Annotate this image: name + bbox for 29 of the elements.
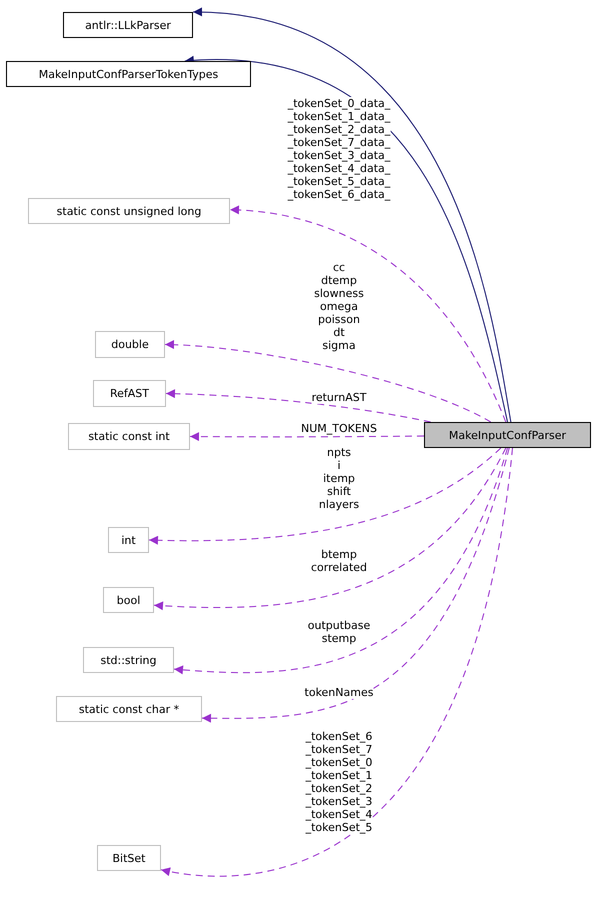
edge-label: returnAST <box>312 391 366 404</box>
type-box: static const char * <box>56 696 202 722</box>
edge-label: npts i itemp shift nlayers <box>318 446 360 511</box>
class-box: MakeInputConfParserTokenTypes <box>6 61 251 87</box>
type-box: int <box>108 527 149 553</box>
edge-label: _tokenSet_0_data_ _tokenSet_1_data_ _tokenSet_2_data_ _tokenSet_7_data_ _tokenSet_3_data_ _tokenSet_4_data_ _tokenSet_5_data_ _tokenSet_6_data_ <box>288 97 390 201</box>
edge-label: outputbase stemp <box>308 619 370 645</box>
arrow <box>230 206 506 422</box>
arrow <box>164 340 492 422</box>
edge-label: btemp correlated <box>311 548 367 574</box>
type-box: bool <box>103 587 154 613</box>
arrow <box>174 448 508 674</box>
arrow <box>148 448 502 545</box>
class-box: antlr::LLkParser <box>63 12 193 38</box>
arrow <box>154 448 506 610</box>
arrow <box>160 448 513 877</box>
type-box: BitSet <box>97 845 161 871</box>
edge-label: NUM_TOKENS <box>300 422 378 435</box>
type-box: static const unsigned long <box>28 198 230 224</box>
type-box: static const int <box>68 423 190 450</box>
edge-label: tokenNames <box>304 686 374 699</box>
class-box: MakeInputConfParser <box>424 422 591 448</box>
arrow <box>202 448 510 723</box>
edge-label: _tokenSet_6 _tokenSet_7 _tokenSet_0 _tokenSet_1 _tokenSet_2 _tokenSet_3 _tokenSet_4 _tokenSet_5 <box>306 730 372 834</box>
type-box: RefAST <box>93 380 166 407</box>
arrow <box>166 389 432 422</box>
type-box: double <box>95 331 165 358</box>
arrow <box>190 432 424 442</box>
type-box: std::string <box>83 647 174 673</box>
